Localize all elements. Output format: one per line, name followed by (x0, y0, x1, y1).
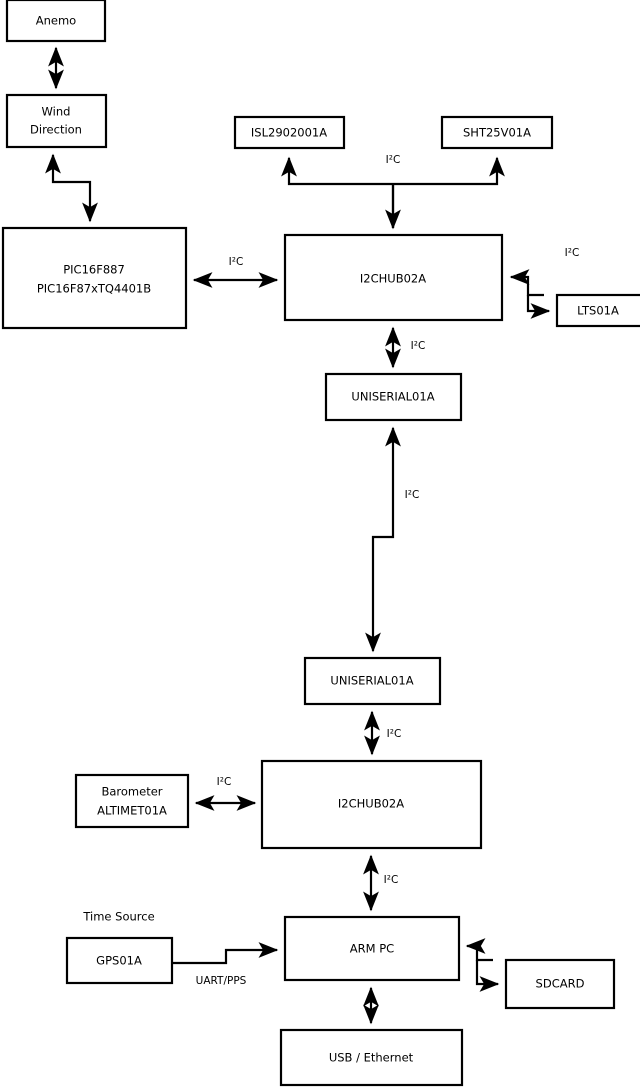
node-lts01a-box[interactable] (555, 293, 640, 328)
node-i2chub02a-top-box[interactable] (283, 233, 504, 322)
edge-hub-armpc: I²C (363, 854, 399, 912)
edge-gps-armpc: UART/PPS (172, 942, 279, 987)
node-i2chub02a-bottom-box[interactable] (260, 759, 483, 850)
edge-label-uniserial-hub-bot: I²C (387, 728, 402, 740)
edge-gps-armpc-line (172, 942, 279, 965)
node-pic-mcu[interactable]: PIC16F887 PIC16F87xTQ4401B (1, 226, 188, 330)
edge-label-gps-armpc: UART/PPS (196, 975, 247, 987)
node-wind-direction-label-line1: Wind (42, 105, 71, 119)
node-wind-direction-box[interactable] (5, 93, 108, 149)
node-i2chub02a-bottom[interactable]: I2CHUB02A (260, 759, 483, 850)
edge-armpc-sdcard (465, 938, 500, 992)
edge-hub-sht-line (393, 156, 505, 186)
node-barometer[interactable]: Barometer ALTIMET01A (74, 773, 190, 829)
node-sdcard-label: SDCARD (536, 977, 585, 991)
node-usb-ethernet-box[interactable] (279, 1028, 464, 1087)
node-uniserial01a-top-box[interactable] (324, 372, 463, 422)
edge-armpc-sdcard-line (475, 960, 500, 992)
edge-lts-hub-line (509, 269, 544, 297)
edge-uniserial-link: I²C (365, 426, 420, 653)
node-lts01a-label: LTS01A (577, 304, 619, 318)
node-anemo-box[interactable] (5, 0, 107, 43)
edge-label-hub-uniserial-top: I²C (411, 340, 426, 352)
node-gps01a-label: GPS01A (96, 954, 142, 968)
node-i2chub02a-top-label: I2CHUB02A (360, 272, 426, 286)
label-time-source: Time Source (82, 910, 154, 924)
node-sdcard[interactable]: SDCARD (504, 958, 616, 1010)
edge-uniserial-link-line (365, 426, 401, 653)
node-sht25v01a[interactable]: SHT25V01A (440, 115, 554, 150)
node-wind-direction[interactable]: Wind Direction (5, 93, 108, 149)
edge-hub-lts: I²C (509, 247, 580, 319)
node-barometer-box[interactable] (74, 773, 190, 829)
node-sdcard-box[interactable] (504, 958, 616, 1010)
node-uniserial01a-top[interactable]: UNISERIAL01A (324, 372, 463, 422)
edge-label-barometer-hub: I²C (217, 776, 232, 788)
edge-sdcard-armpc-line (465, 938, 493, 962)
node-gps01a-box[interactable] (65, 936, 174, 985)
edge-label-hub-armpc: I²C (384, 874, 399, 886)
edge-hub-lts-line (526, 295, 551, 319)
edge-label-hub-lts: I²C (565, 247, 580, 259)
node-uniserial01a-bottom-box[interactable] (303, 656, 442, 706)
node-arm-pc-box[interactable] (283, 915, 461, 982)
node-barometer-label-line1: Barometer (101, 785, 162, 799)
edge-label-uniserial-link: I²C (405, 489, 420, 501)
edge-wind-pic-line (45, 153, 98, 223)
node-lts01a[interactable]: LTS01A (555, 293, 640, 328)
node-uniserial01a-top-label: UNISERIAL01A (351, 390, 434, 404)
edge-uniserial-hub-bot: I²C (364, 710, 402, 756)
node-isl2902001a[interactable]: ISL2902001A (233, 115, 346, 150)
edge-hub-uniserial-top: I²C (385, 326, 426, 369)
node-uniserial01a-bottom[interactable]: UNISERIAL01A (303, 656, 442, 706)
node-i2chub02a-top[interactable]: I2CHUB02A (283, 233, 504, 322)
node-gps01a[interactable]: GPS01A (65, 936, 174, 985)
node-sht25v01a-label: SHT25V01A (463, 126, 531, 140)
edge-hub-isl-line (281, 156, 393, 186)
node-barometer-label-line2: ALTIMET01A (97, 804, 167, 818)
node-i2chub02a-bottom-label: I2CHUB02A (338, 797, 404, 811)
edge-label-hub-sensors: I²C (386, 154, 401, 166)
node-pic-mcu-box[interactable] (1, 226, 188, 330)
node-arm-pc-label: ARM PC (350, 942, 394, 956)
node-usb-ethernet[interactable]: USB / Ethernet (279, 1028, 464, 1087)
node-anemo-label: Anemo (36, 14, 76, 28)
edge-hub-sensors: I²C (281, 154, 505, 230)
node-usb-ethernet-label: USB / Ethernet (329, 1051, 414, 1065)
edge-pic-hub: I²C (192, 256, 279, 288)
node-uniserial01a-bottom-label: UNISERIAL01A (330, 674, 413, 688)
node-pic-mcu-label-line2: PIC16F87xTQ4401B (37, 282, 151, 296)
edge-barometer-hub: I²C (194, 776, 257, 811)
node-pic-mcu-label-line1: PIC16F887 (63, 263, 125, 277)
edge-label-pic-hub: I²C (229, 256, 244, 268)
node-isl2902001a-box[interactable] (233, 115, 346, 150)
node-isl2902001a-label: ISL2902001A (251, 126, 327, 140)
node-arm-pc[interactable]: ARM PC (283, 915, 461, 982)
node-wind-direction-label-line2: Direction (30, 123, 82, 137)
edge-wind-pic (45, 153, 98, 223)
node-anemo[interactable]: Anemo (5, 0, 107, 43)
node-sht25v01a-box[interactable] (440, 115, 554, 150)
